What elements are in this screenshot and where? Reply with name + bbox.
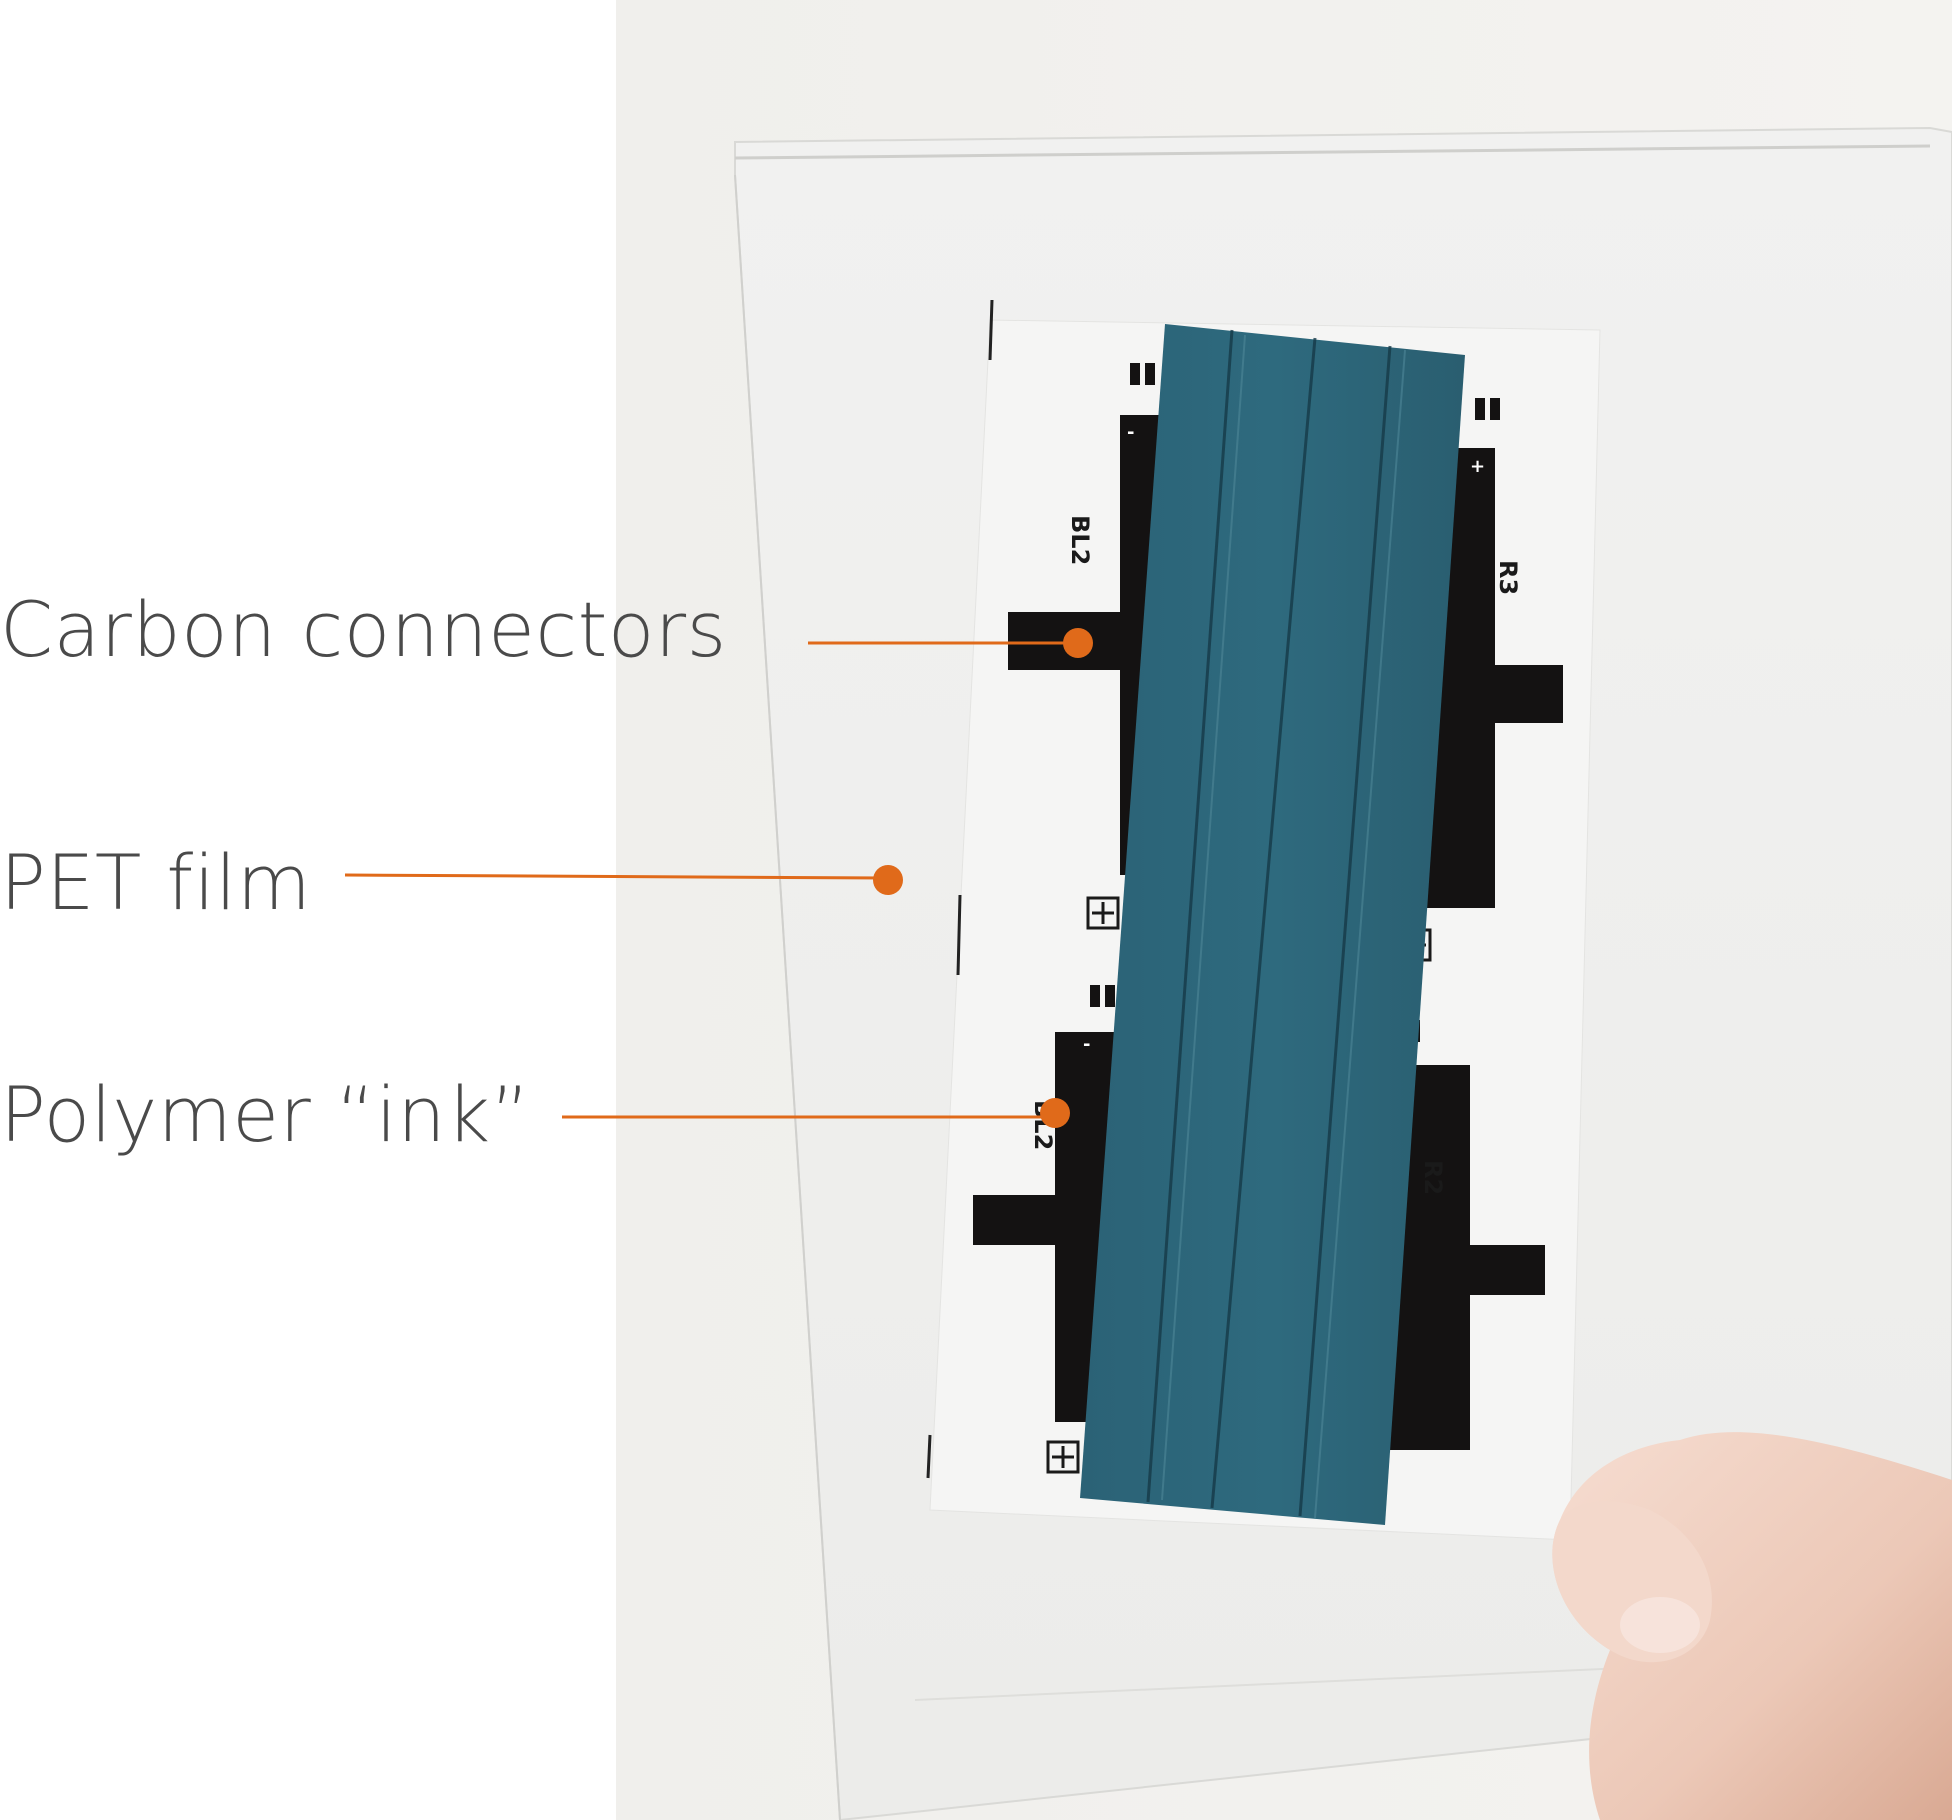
callout-label-polymer-ink: Polymer “ink” xyxy=(0,1070,531,1159)
reg-mark xyxy=(926,1434,932,1479)
sheet-left-edge xyxy=(734,174,841,1820)
reg-mark xyxy=(988,299,994,361)
ink-channel-lines xyxy=(1146,329,1392,1517)
pcb-label-top-right: R3 xyxy=(1494,560,1522,595)
reg-mark xyxy=(956,894,962,976)
pcb-label-bottom-right: R2 xyxy=(1419,1160,1447,1195)
callout-label-pet-film: PET film xyxy=(0,838,312,927)
ink-highlights xyxy=(1161,334,1406,1519)
thumbnail xyxy=(1620,1597,1700,1653)
callout-polymer-ink xyxy=(562,1098,1070,1128)
hand xyxy=(1552,1432,1952,1820)
pcb-label-top-left: BL2 xyxy=(1066,515,1094,565)
callout-pet-film xyxy=(344,865,903,895)
sheet-top-edge xyxy=(734,144,1931,160)
callout-carbon-connectors xyxy=(808,628,1093,658)
pcb-sign-minus: - xyxy=(1083,1034,1090,1055)
callout-label-carbon-connectors: Carbon connectors xyxy=(0,585,727,674)
pcb-sign-plus: + xyxy=(1470,456,1485,477)
pcb-sign-minus: - xyxy=(1127,422,1134,443)
